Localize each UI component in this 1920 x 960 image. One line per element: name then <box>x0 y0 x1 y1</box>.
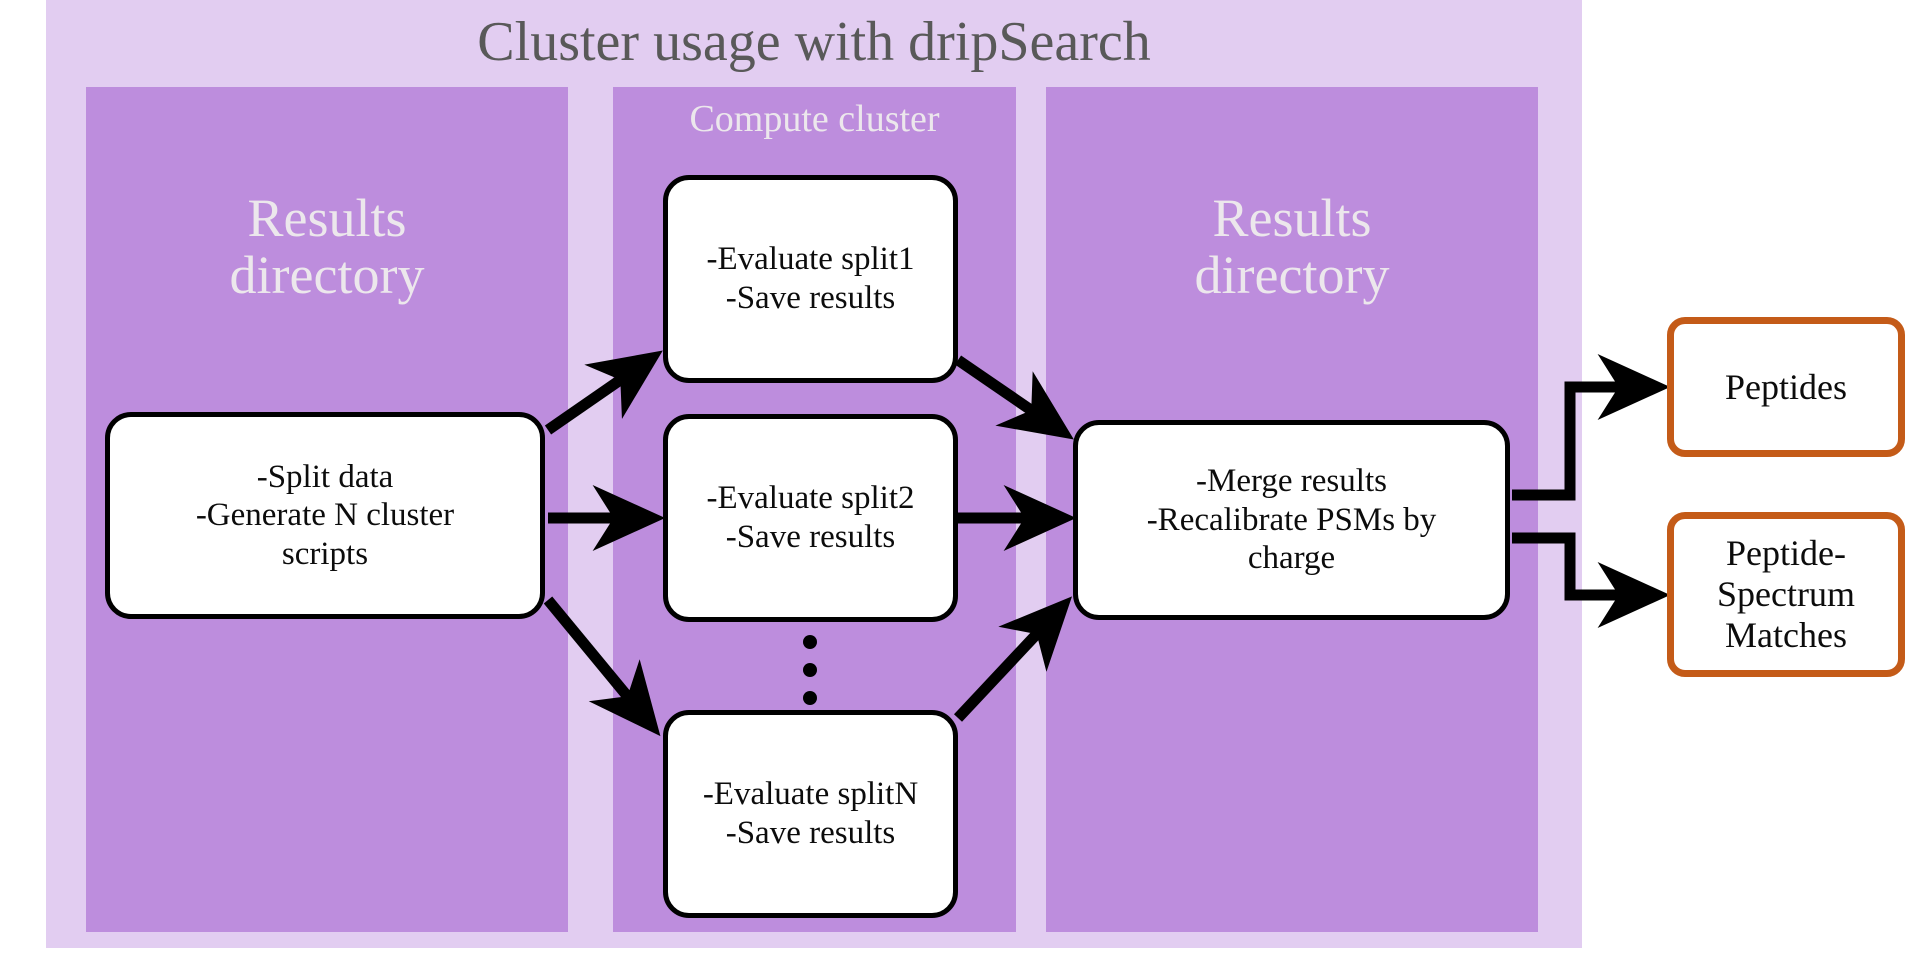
vertical-ellipsis-icon <box>795 635 825 705</box>
ellipsis-dot <box>803 663 817 677</box>
ellipsis-dot <box>803 635 817 649</box>
diagram-title: Cluster usage with dripSearch <box>477 11 1151 73</box>
ellipsis-dot <box>803 691 817 705</box>
box-evaluate-split1[interactable]: -Evaluate split1 -Save results <box>663 175 958 383</box>
panel-label-results-directory-right: Results directory <box>1194 188 1390 305</box>
box-peptide-spectrum-matches[interactable]: Peptide- Spectrum Matches <box>1667 512 1905 677</box>
panel-label-compute-cluster: Compute cluster <box>689 98 940 140</box>
panel-label-results-directory-left: Results directory <box>229 188 425 305</box>
box-evaluate-split2[interactable]: -Evaluate split2 -Save results <box>663 414 958 622</box>
box-merge-results[interactable]: -Merge results -Recalibrate PSMs by char… <box>1073 420 1510 620</box>
box-evaluate-splitN[interactable]: -Evaluate splitN -Save results <box>663 710 958 918</box>
box-peptides[interactable]: Peptides <box>1667 317 1905 457</box>
box-split-data[interactable]: -Split data -Generate N cluster scripts <box>105 412 545 619</box>
